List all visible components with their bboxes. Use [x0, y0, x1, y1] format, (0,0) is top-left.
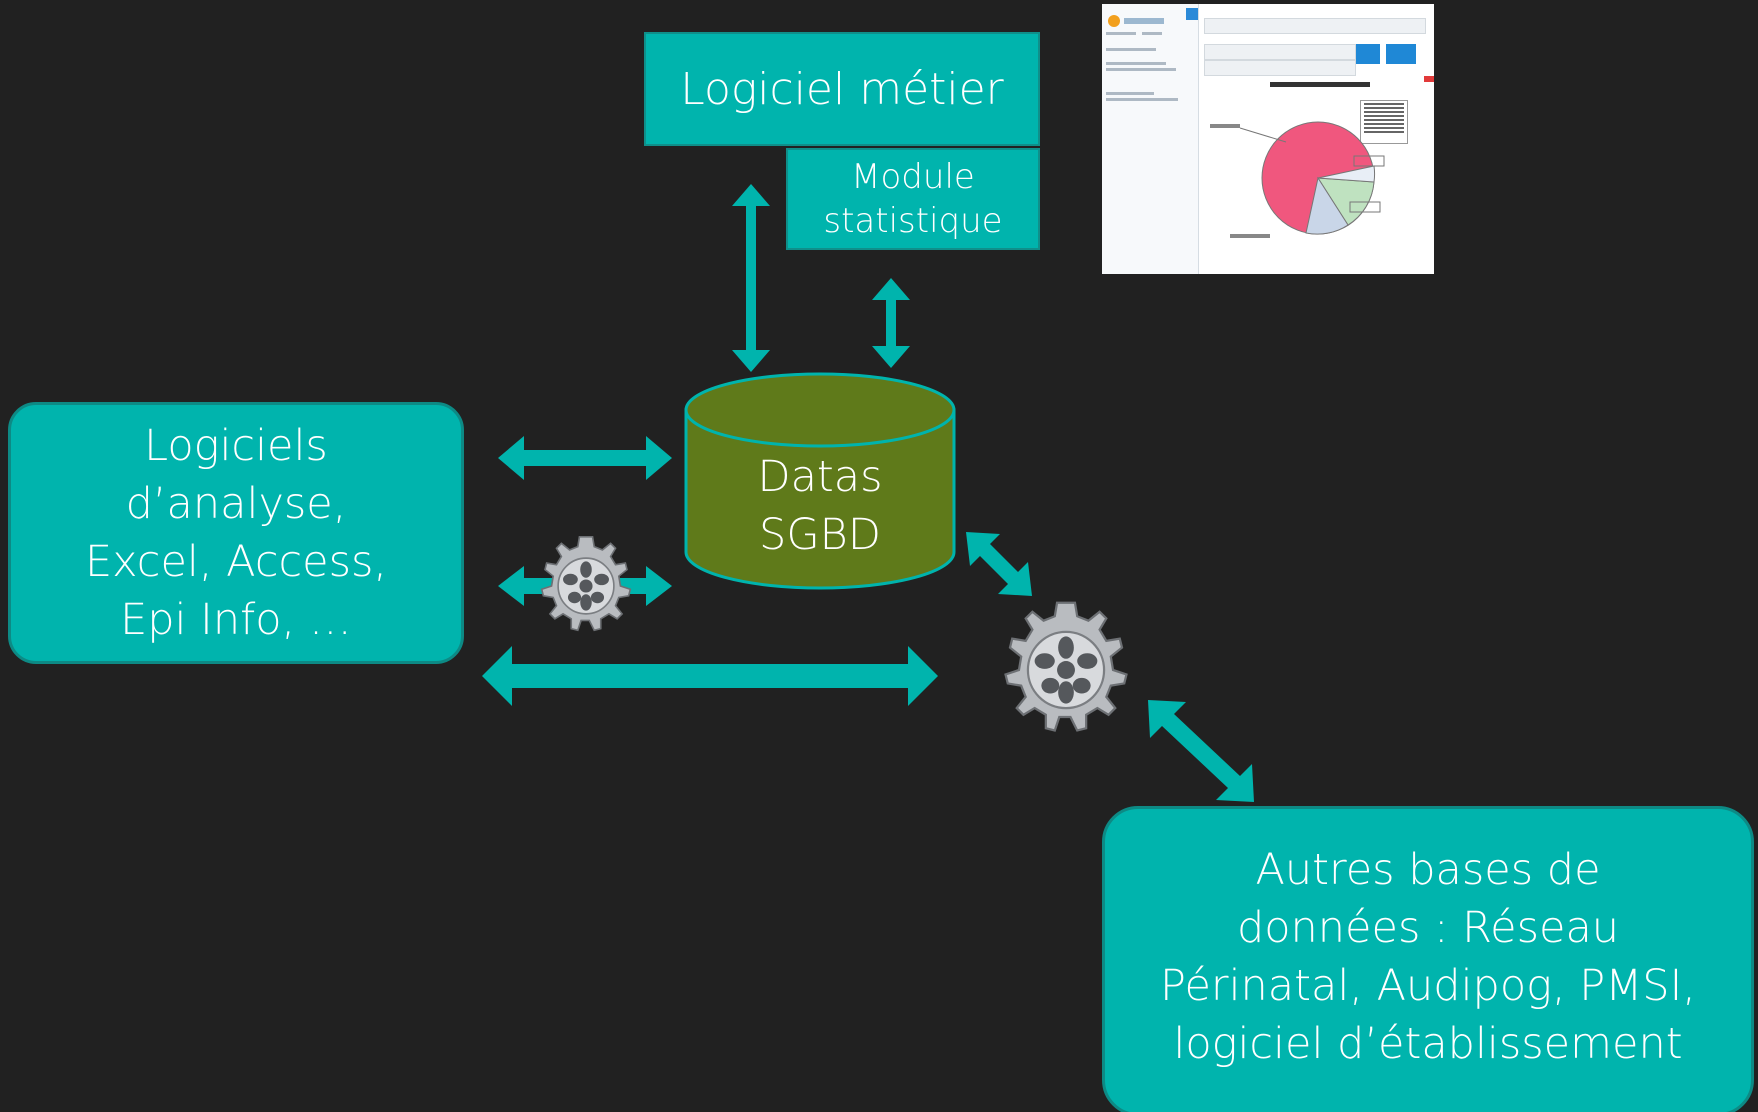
node-autres-bases: Autres bases de données : Réseau Périnat… — [1102, 806, 1754, 1112]
arrow-module-datas — [872, 278, 910, 368]
gear-icon — [540, 535, 632, 632]
node-label: Logiciels d’analyse, Excel, Access, Epi … — [84, 421, 388, 645]
arrow-datas-gear — [966, 532, 1032, 596]
software-screenshot-thumbnail — [1102, 4, 1434, 274]
arrow-analyse-datas-gear — [498, 566, 672, 606]
thumbnail-sidebar — [1102, 4, 1199, 274]
arrow-analyse-gear — [482, 646, 938, 706]
arrow-analyse-datas — [498, 436, 672, 480]
node-label: Autres bases de données : Réseau Périnat… — [1160, 845, 1696, 1069]
node-logiciel-metier: Logiciel métier — [644, 32, 1040, 146]
node-module-statistique: Module statistique — [786, 148, 1040, 250]
thumbnail-logo — [1108, 10, 1168, 27]
node-label: Module statistique — [823, 157, 1003, 241]
node-label: Logiciel métier — [680, 63, 1004, 115]
thumbnail-pie-chart — [1210, 121, 1385, 238]
gear-icon — [1004, 601, 1128, 732]
node-logiciels-analyse: Logiciels d’analyse, Excel, Access, Epi … — [8, 402, 464, 664]
thumbnail-legend — [1360, 100, 1408, 144]
thumbnail-main — [1200, 4, 1434, 274]
arrow-metier-datas — [732, 184, 770, 372]
arrow-gear-autres — [1148, 700, 1254, 802]
node-datas-sgbd-label: Datas SGBD — [757, 452, 883, 560]
thumbnail-top-button — [1186, 8, 1198, 20]
